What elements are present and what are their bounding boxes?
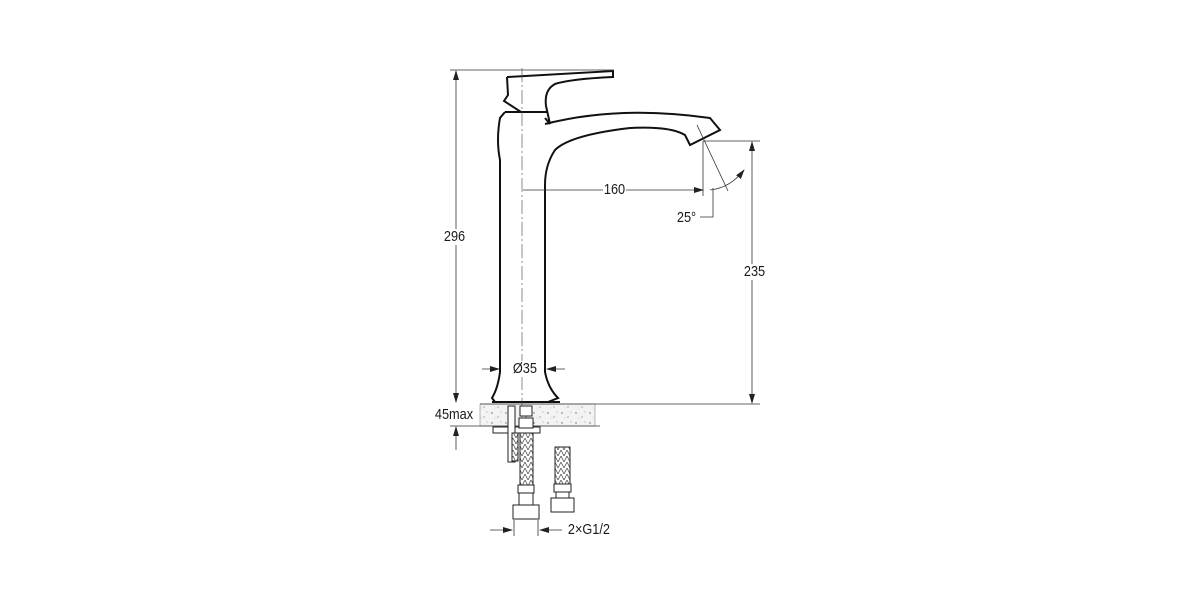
spout-height-label: 235 [743,263,766,280]
total-height-label: 296 [443,228,466,245]
faucet-body [490,69,722,403]
base-diameter-label: Ø35 [512,360,538,377]
spout-angle-label: 25° [676,209,697,226]
mounting-hardware [492,405,575,520]
countertop [450,403,760,427]
countertop-thickness-label: 45max [434,406,474,423]
connection-label: 2×G1/2 [567,521,611,538]
dimension-lines [450,69,760,536]
spout-reach-label: 160 [603,181,626,198]
